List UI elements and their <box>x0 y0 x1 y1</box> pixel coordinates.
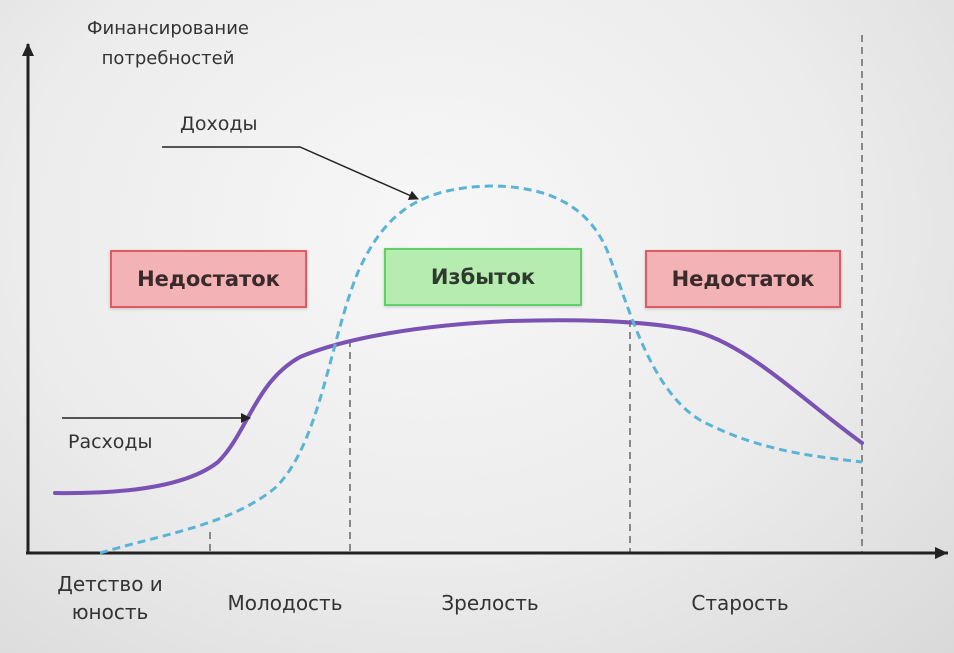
y-axis-title: Финансирование потребностей <box>87 18 249 69</box>
income-callout-arrow <box>162 146 419 200</box>
stage-maturity-label: Зрелость <box>441 591 539 615</box>
stage-youth-label: Молодость <box>227 591 343 615</box>
deficit-box-left: Недостаток <box>110 250 307 308</box>
stage-old-age-label: Старость <box>691 591 789 615</box>
stage-childhood-label: Детство и юность <box>57 572 163 624</box>
income-curve <box>99 184 863 555</box>
expense-curve <box>53 318 864 496</box>
income-label: Доходы <box>180 113 258 135</box>
expense-label: Расходы <box>68 431 153 453</box>
deficit-box-right: Недостаток <box>645 250 841 308</box>
surplus-box: Избыток <box>384 248 582 306</box>
